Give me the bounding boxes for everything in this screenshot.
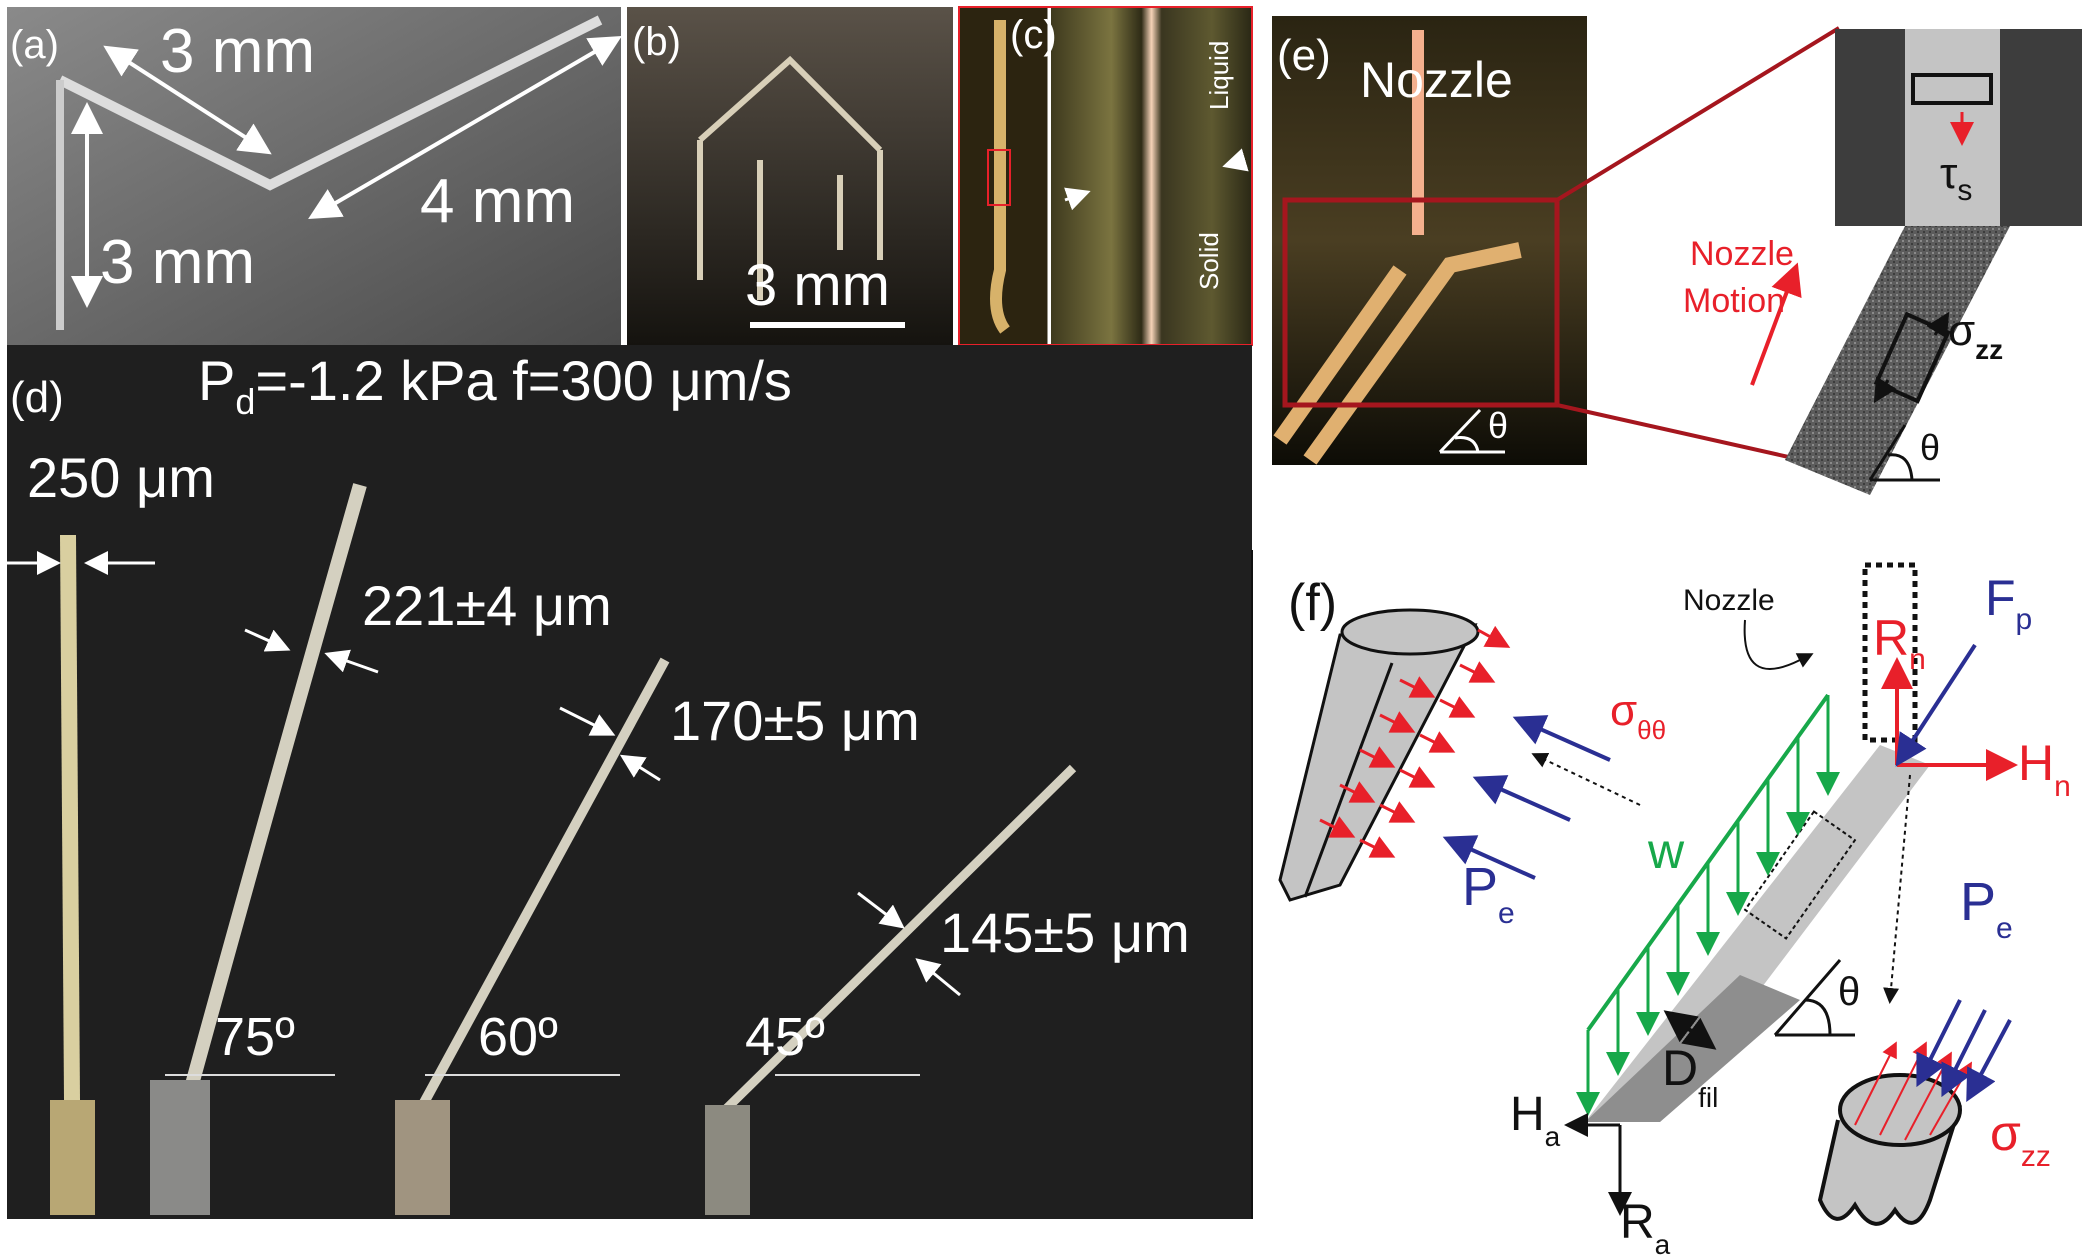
filament-base <box>395 1100 450 1215</box>
filament-base <box>150 1080 210 1215</box>
nozzle-label: Nozzle <box>1683 584 1775 617</box>
zoom-box <box>1282 197 1560 408</box>
liquid-label: Liquid <box>1204 41 1234 110</box>
filament-75 <box>178 483 367 1112</box>
diameter-arrow <box>1663 1010 1717 1050</box>
section-edge <box>1303 662 1394 898</box>
hoop-stress-section <box>1278 623 1478 902</box>
width-label-45: 145±5 μm <box>940 901 1190 964</box>
pe-label-right: Pe <box>1960 872 2013 945</box>
filament-bar <box>1585 745 1930 1122</box>
nozzle-motion-label: Nozzle <box>1690 235 1794 273</box>
panel-f: (f) Nozzle w Rn Fp Hn θ <box>1251 550 2071 1255</box>
section-top <box>1340 608 1480 656</box>
panel-d-photo <box>7 345 1252 1219</box>
theta-label: θ <box>1838 970 1860 1014</box>
nozzle-outline <box>1862 562 1918 743</box>
interface-arrow <box>1064 187 1091 211</box>
sigma-zz-label: σzz <box>1990 1105 2051 1173</box>
panel-d: (d) Pd=-1.2 kPa f=300 μm/s 250 μm 221±4 … <box>7 345 1252 1219</box>
panel-label-f: (f) <box>1288 574 1337 632</box>
angle-label-75: 75º <box>215 1007 295 1067</box>
conditions-label: Pd=-1.2 kPa f=300 μm/s <box>198 349 792 422</box>
pe-label-left: Pe <box>1462 857 1515 930</box>
shear-stress-label: τs <box>1940 149 1972 207</box>
fp-label: Fp <box>1985 570 2032 636</box>
fluid-element <box>1911 73 1993 105</box>
nozzle-label: Nozzle <box>1360 52 1513 108</box>
rn-label: Rn <box>1873 610 1926 676</box>
angle-icon <box>1438 408 1505 454</box>
callout-arrow <box>1531 752 1641 806</box>
sigma-theta-label: σθθ <box>1610 686 1666 745</box>
width-arrow <box>244 628 291 652</box>
hn-label: Hn <box>2018 735 2071 803</box>
filament-45 <box>721 764 1077 1114</box>
printed-structure <box>697 55 883 300</box>
width-arrow <box>324 649 379 674</box>
panel-e: (e) Nozzle θ τs σzz θ Nozzle Motion <box>1272 16 2082 495</box>
filament-60 <box>415 657 670 1113</box>
pressure-arrows <box>1916 999 2012 1103</box>
distributed-load-arrows <box>1576 695 1840 1116</box>
panel-c-zoom <box>1051 7 1252 345</box>
stress-arrow <box>1926 311 1950 339</box>
pressure-arrows <box>1442 715 1611 880</box>
diameter-label: Dfil <box>1662 1040 1718 1113</box>
pointer-arrow <box>1743 619 1814 670</box>
ha-label: Ha <box>1510 1088 1561 1152</box>
connector-line <box>1555 26 1841 202</box>
width-arrow <box>619 754 661 782</box>
zoom-region <box>987 149 1011 206</box>
dim-arrow <box>103 45 272 155</box>
solid-label: Solid <box>1194 232 1224 290</box>
connector-line <box>1556 403 1794 460</box>
section-top <box>1838 1073 1962 1147</box>
panel-c: (c) Liquid Solid <box>958 6 1253 346</box>
filament <box>990 20 1011 334</box>
dimension-label: 3 mm <box>100 228 255 297</box>
theta-label: θ <box>1920 427 1940 468</box>
filament-base <box>705 1105 750 1215</box>
load-label-w: w <box>1647 823 1685 879</box>
width-arrow <box>559 706 616 736</box>
panel-label-a: (a) <box>10 23 59 67</box>
angle-icon <box>1868 424 1940 482</box>
panel-label-e: (e) <box>1277 31 1331 80</box>
dimension-label: 4 mm <box>420 167 575 236</box>
dim-arrow <box>308 35 622 220</box>
filament-90 <box>60 534 80 1101</box>
callout-arrow <box>1883 774 1911 1004</box>
theta-label: θ <box>1488 405 1508 446</box>
width-label-90: 250 μm <box>27 446 215 509</box>
panel-b: (b) 3 mm <box>627 7 953 345</box>
dimension-label: 3 mm <box>160 17 315 86</box>
panel-label-d: (d) <box>10 373 64 422</box>
sigma-zz-label: σzz <box>1948 306 2003 365</box>
angle-label-60: 60º <box>478 1007 558 1067</box>
load-line <box>1586 693 1830 1032</box>
nozzle-motion-label: Motion <box>1683 282 1785 320</box>
angle-label-45: 45º <box>745 1007 825 1067</box>
width-label-75: 221±4 μm <box>362 574 612 637</box>
panel-label-c: (c) <box>1010 13 1057 57</box>
scale-bar-label: 3 mm <box>745 253 890 318</box>
stress-arrow <box>1873 376 1897 404</box>
filament-strip <box>1785 226 2010 495</box>
panel-label-b: (b) <box>632 20 681 64</box>
angle-icon <box>1773 959 1855 1037</box>
interface-arrow <box>1222 148 1249 172</box>
force-arrow-fp <box>1895 643 1977 767</box>
hoop-stress-arrows <box>1319 625 1511 858</box>
filament-base <box>50 1100 95 1215</box>
motion-arrow <box>1750 262 1802 386</box>
width-arrow <box>857 891 905 929</box>
filament <box>1273 242 1522 465</box>
ra-label: Ra <box>1620 1196 1671 1255</box>
width-arrow <box>915 958 961 997</box>
width-label-60: 170±5 μm <box>670 689 920 752</box>
panel-a: (a) 3 mm 3 mm 4 mm <box>7 7 622 345</box>
